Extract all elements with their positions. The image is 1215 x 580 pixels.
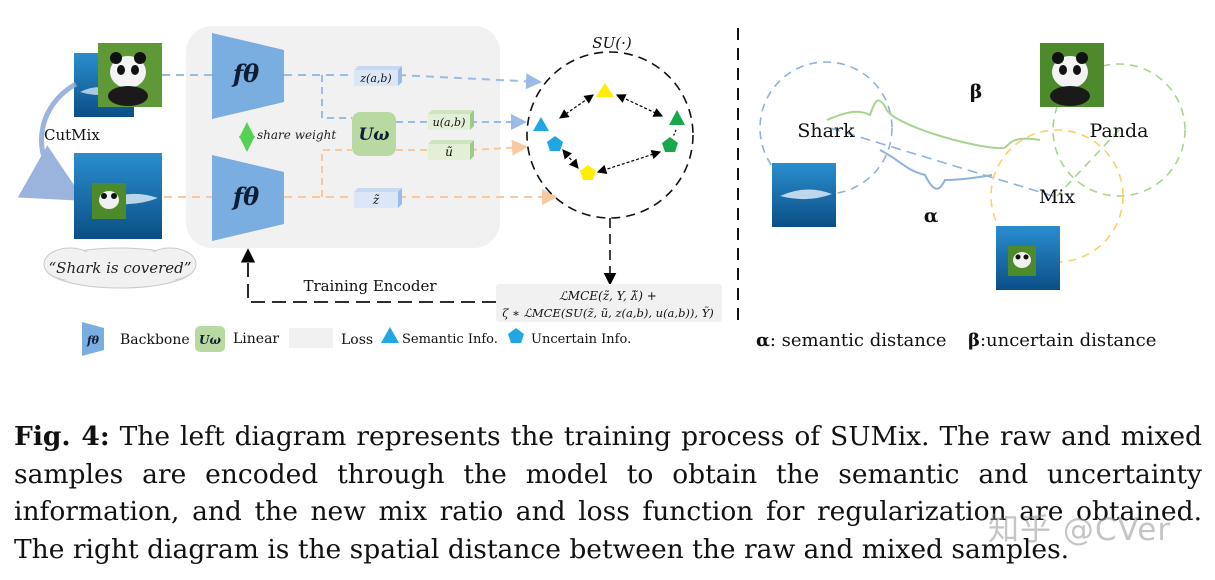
share-weight-label: share weight — [257, 128, 336, 142]
alpha-symbol: α — [924, 205, 939, 227]
u-tilde-box — [428, 140, 474, 160]
z-ab-box — [354, 66, 402, 86]
watermark: 知乎 @CVer — [988, 512, 1172, 548]
z-ab-label: z(a,b) — [359, 72, 391, 85]
triangle-yellow — [596, 83, 614, 97]
legend-linear-label: Linear — [233, 331, 279, 347]
legend-uncertain-icon — [508, 328, 524, 343]
loss-box — [496, 284, 722, 322]
legend-loss-label: Loss — [341, 332, 373, 348]
backbone-bottom — [212, 155, 284, 241]
mix-image-right — [996, 226, 1060, 290]
pentagon-green — [662, 137, 678, 152]
figure-caption: Fig. 4: The left diagram represents the … — [14, 418, 1202, 568]
loss-line-1: ℒMCE(z̃, Y, λ̃) + — [559, 289, 657, 303]
beta-brace — [826, 99, 1041, 150]
alpha-brace — [879, 149, 993, 190]
feedback-arrow — [240, 248, 496, 303]
u-ab-box — [428, 110, 474, 130]
z-tilde-box — [354, 188, 402, 208]
panda-circle — [1052, 63, 1186, 197]
alpha-legend: α: semantic distance — [756, 330, 947, 351]
beta-legend: β:uncertain distance — [968, 330, 1156, 351]
shark-image-right — [772, 163, 836, 227]
linear-box — [352, 112, 396, 156]
backbone-top — [212, 33, 284, 119]
svg-text:Uω: Uω — [199, 333, 221, 347]
legend-linear-icon — [195, 326, 225, 352]
legend-backbone-icon — [82, 322, 104, 356]
linear-label: Uω — [358, 125, 389, 145]
pentagon-yellow — [580, 165, 596, 180]
panda-label: Panda — [1090, 120, 1149, 142]
su-label: SU(·) — [592, 34, 632, 52]
u-tilde-label: ũ — [445, 145, 453, 159]
cutmix-label: CutMix — [44, 126, 100, 144]
shark-label: Shark — [797, 120, 855, 142]
cutmix-arrow — [17, 81, 85, 201]
cloud — [43, 247, 197, 289]
u-ab-label: u(a,b) — [433, 116, 466, 129]
backbone-top-label: fθ — [231, 59, 259, 88]
figure-diagram: CutMix “Shark is covered” fθ fθ share we… — [17, 26, 1186, 356]
loss-line-2: ζ ∗ ℒMCE(SU(z̃, ũ, z(a,b), u(a,b)), Ỹ) — [502, 306, 714, 320]
mix-label: Mix — [1039, 186, 1076, 208]
panda-image-top — [98, 43, 162, 107]
shark-mix-line — [829, 127, 1054, 197]
training-encoder-label: Training Encoder — [303, 277, 437, 295]
mixed-image — [74, 153, 162, 239]
legend-semantic-label: Semantic Info. — [402, 332, 498, 347]
caption-text: The left diagram represents the training… — [14, 421, 1202, 565]
legend-uncertain-label: Uncertain Info. — [531, 332, 631, 347]
z-tilde-label: z̃ — [372, 193, 380, 207]
caption-label: Fig. 4: — [14, 421, 110, 452]
triangle-blue — [533, 117, 549, 131]
panda-image-right — [1040, 43, 1104, 107]
legend-loss-icon — [289, 328, 333, 348]
triangle-green — [669, 110, 685, 125]
backbone-bottom-label: fθ — [231, 182, 259, 211]
su-circle — [526, 51, 694, 219]
legend-semantic-icon — [381, 327, 399, 343]
cloud-text: “Shark is covered” — [49, 259, 192, 277]
beta-symbol: β — [970, 81, 983, 103]
legend-backbone-label: Backbone — [120, 332, 190, 348]
svg-text:fθ: fθ — [86, 334, 100, 347]
pentagon-blue — [547, 136, 563, 151]
